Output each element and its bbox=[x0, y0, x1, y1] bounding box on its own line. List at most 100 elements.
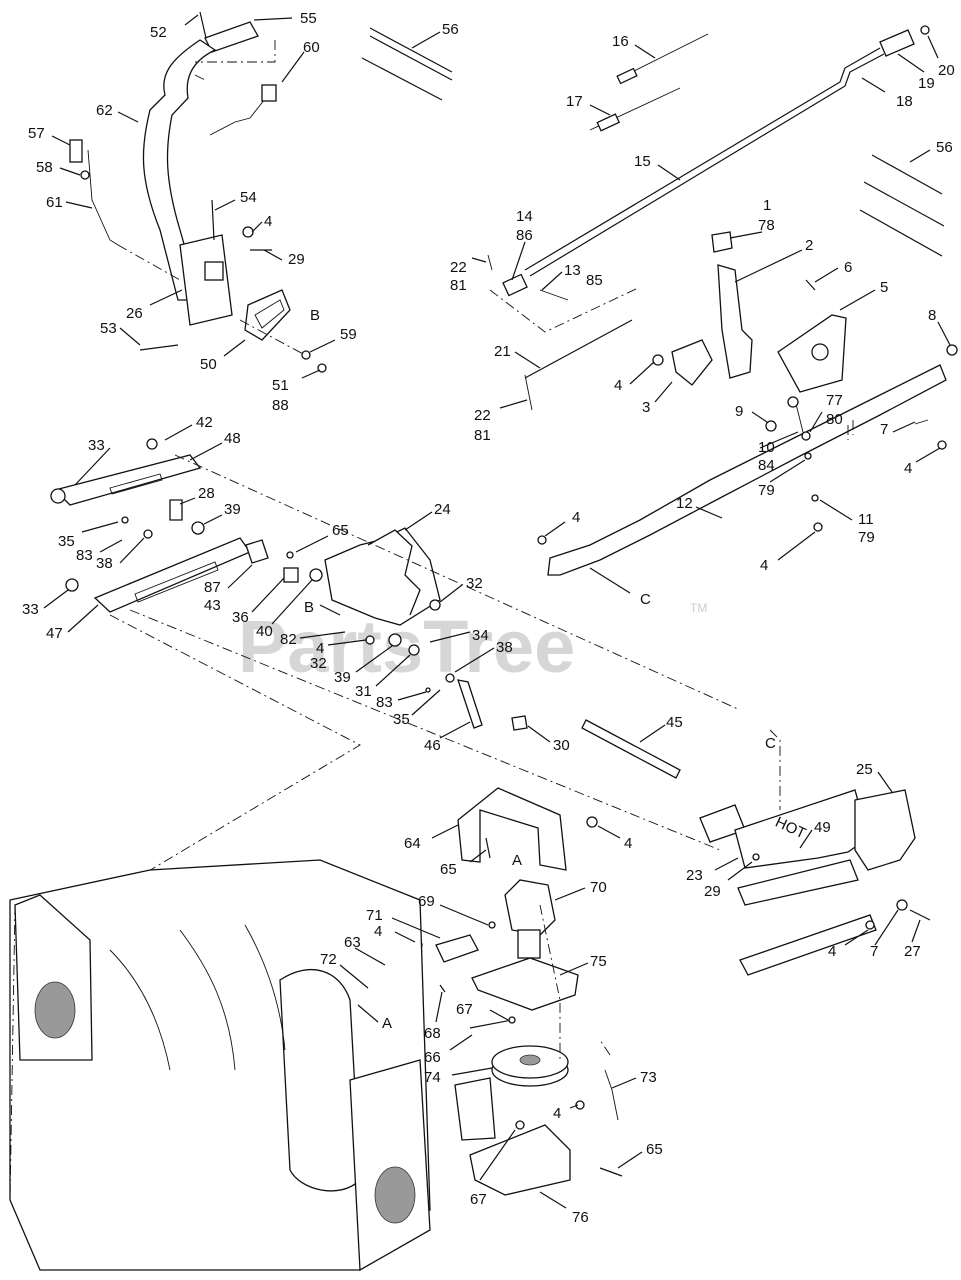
nut-4-clip bbox=[937, 440, 947, 450]
clip-10-end bbox=[787, 396, 799, 408]
callout-30: 30 bbox=[553, 737, 570, 754]
callout-78: 78 bbox=[758, 217, 775, 234]
leader-57 bbox=[51, 135, 71, 146]
washer-36 bbox=[309, 568, 323, 582]
callout-C: C bbox=[640, 591, 651, 608]
leader-59 bbox=[309, 339, 336, 353]
leader-4g bbox=[597, 825, 621, 839]
pulley-hub bbox=[519, 1054, 541, 1066]
leader-27 bbox=[911, 919, 921, 943]
leader-15 bbox=[657, 164, 681, 181]
callout-4: 4 bbox=[614, 377, 622, 394]
callout-65: 65 bbox=[440, 861, 457, 878]
pin-22-top bbox=[487, 254, 493, 271]
coupler-71 bbox=[435, 934, 479, 963]
plug-30 bbox=[511, 715, 528, 731]
callout-39: 39 bbox=[334, 669, 351, 686]
auger-flight-2 bbox=[179, 929, 236, 1071]
leader-38b bbox=[454, 647, 495, 673]
leader-8 bbox=[937, 321, 951, 346]
callout-72: 72 bbox=[320, 951, 337, 968]
callout-83: 83 bbox=[76, 547, 93, 564]
leader-19 bbox=[897, 53, 925, 73]
shift-lever-2 bbox=[717, 264, 753, 379]
leader-4h bbox=[394, 931, 416, 943]
callout-33: 33 bbox=[22, 601, 39, 618]
leader-55 bbox=[253, 17, 293, 21]
callout-17: 17 bbox=[566, 93, 583, 110]
callout-67: 67 bbox=[456, 1001, 473, 1018]
bracket-76 bbox=[469, 1124, 571, 1196]
bolt-65-a bbox=[286, 551, 294, 559]
leader-50 bbox=[223, 339, 246, 357]
leader-74 bbox=[451, 1067, 493, 1076]
bracket-assembly-right: HOT bbox=[699, 729, 931, 976]
auger-flight-3 bbox=[244, 924, 286, 1051]
leader-51 bbox=[301, 369, 321, 379]
chute-rod-12 bbox=[547, 364, 947, 576]
index-plate-3 bbox=[671, 339, 713, 386]
cable-16-end bbox=[616, 67, 638, 85]
callout-57: 57 bbox=[28, 125, 45, 142]
callout-35: 35 bbox=[58, 533, 75, 550]
callout-16: 16 bbox=[612, 33, 629, 50]
callout-69: 69 bbox=[418, 893, 435, 910]
callout-4: 4 bbox=[316, 640, 324, 657]
leader-30 bbox=[527, 725, 551, 743]
bolt-27 bbox=[909, 909, 931, 921]
leader-72 bbox=[339, 964, 369, 989]
callout-35: 35 bbox=[393, 711, 410, 728]
callout-29: 29 bbox=[704, 883, 721, 900]
callout-22: 22 bbox=[450, 259, 467, 276]
belt-guide-73 bbox=[604, 1069, 619, 1121]
callout-64: 64 bbox=[404, 835, 421, 852]
leader-23 bbox=[714, 857, 739, 871]
callout-59: 59 bbox=[340, 326, 357, 343]
leader-6 bbox=[814, 267, 839, 283]
leader-67a bbox=[489, 1009, 509, 1021]
leader-53 bbox=[119, 327, 141, 346]
leader-67b bbox=[479, 1129, 516, 1181]
handle-grip-55 bbox=[204, 21, 259, 53]
leader-66 bbox=[449, 1034, 473, 1051]
callout-39: 39 bbox=[224, 501, 241, 518]
leader-54 bbox=[214, 199, 236, 211]
callout-A: A bbox=[382, 1015, 392, 1032]
callout-12: 12 bbox=[676, 495, 693, 512]
leader-dash-a bbox=[117, 244, 181, 281]
callout-27: 27 bbox=[904, 943, 921, 960]
leader-1 bbox=[729, 231, 763, 239]
callout-76: 76 bbox=[572, 1209, 589, 1226]
leader-26 bbox=[149, 289, 183, 306]
leader-63 bbox=[354, 947, 386, 966]
leader-39b bbox=[355, 645, 393, 673]
leader-dash-i bbox=[539, 904, 611, 1062]
link-47-slot bbox=[134, 561, 219, 603]
leader-dash-e bbox=[174, 454, 741, 711]
leader-33b bbox=[43, 589, 69, 609]
bushing-31 bbox=[408, 644, 420, 656]
callout-83: 83 bbox=[376, 694, 393, 711]
pin-83-a bbox=[121, 516, 129, 524]
leader-dash-d bbox=[489, 287, 639, 333]
callout-56: 56 bbox=[442, 21, 459, 38]
leader-60 bbox=[281, 51, 305, 83]
leader-3 bbox=[654, 381, 673, 403]
nut-4-cover bbox=[586, 816, 598, 828]
leader-29b bbox=[727, 861, 753, 881]
leader-4b bbox=[629, 361, 655, 385]
callout-4: 4 bbox=[904, 460, 912, 477]
callout-80: 80 bbox=[826, 411, 843, 428]
callout-74: 74 bbox=[424, 1069, 441, 1086]
leader-69 bbox=[439, 904, 489, 926]
leader-4c bbox=[915, 447, 941, 463]
pin-22-bottom bbox=[524, 374, 533, 411]
leader-65b bbox=[469, 849, 487, 863]
leader-dash-f bbox=[129, 609, 721, 851]
leader-45 bbox=[639, 724, 666, 743]
callout-3: 3 bbox=[642, 399, 650, 416]
callout-26: 26 bbox=[126, 305, 143, 322]
callout-25: 25 bbox=[856, 761, 873, 778]
leader-65a bbox=[295, 535, 329, 553]
callout-81: 81 bbox=[450, 277, 467, 294]
